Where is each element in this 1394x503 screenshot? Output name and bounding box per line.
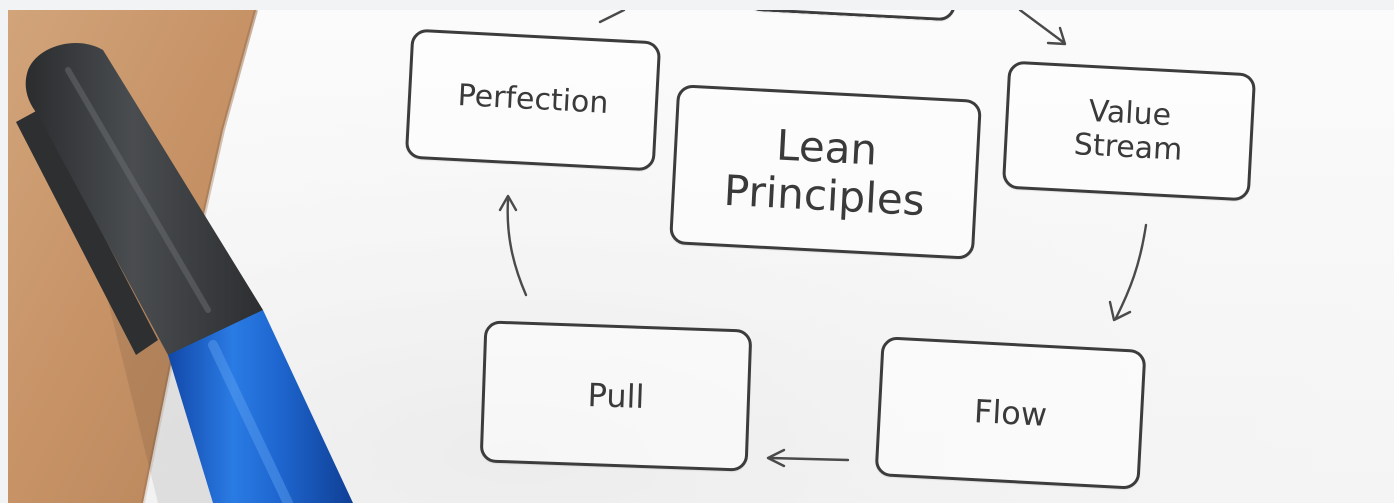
pull-label: Pull xyxy=(586,375,646,416)
arrow-pull-to-perfection xyxy=(506,198,528,297)
flow-label: Flow xyxy=(973,391,1048,434)
pen-barrel xyxy=(168,310,353,503)
pen-clip xyxy=(16,110,158,355)
value-stream-box: Value Stream xyxy=(1001,60,1257,202)
pen-cap-highlight xyxy=(65,67,211,313)
arrow-perfection-to-top xyxy=(598,10,626,24)
arrow-value-stream-to-flow xyxy=(1114,223,1148,320)
stream-label: Stream xyxy=(1073,127,1184,168)
lean-principles-photo: Perfection Lean Principles Value Stream … xyxy=(8,10,1394,503)
perfection-box: Perfection xyxy=(404,28,662,172)
arrow-top-to-value-stream xyxy=(1018,10,1065,44)
perfection-label: Perfection xyxy=(456,77,610,121)
pull-box: Pull xyxy=(479,320,753,472)
pen-barrel-highlight xyxy=(208,340,293,503)
cycle-arrows xyxy=(498,10,1148,468)
arrow-flow-to-pull xyxy=(768,456,850,462)
lean-principles-box: Lean Principles xyxy=(669,84,982,260)
flow-box: Flow xyxy=(874,336,1147,490)
principles-label: Principles xyxy=(722,165,926,226)
